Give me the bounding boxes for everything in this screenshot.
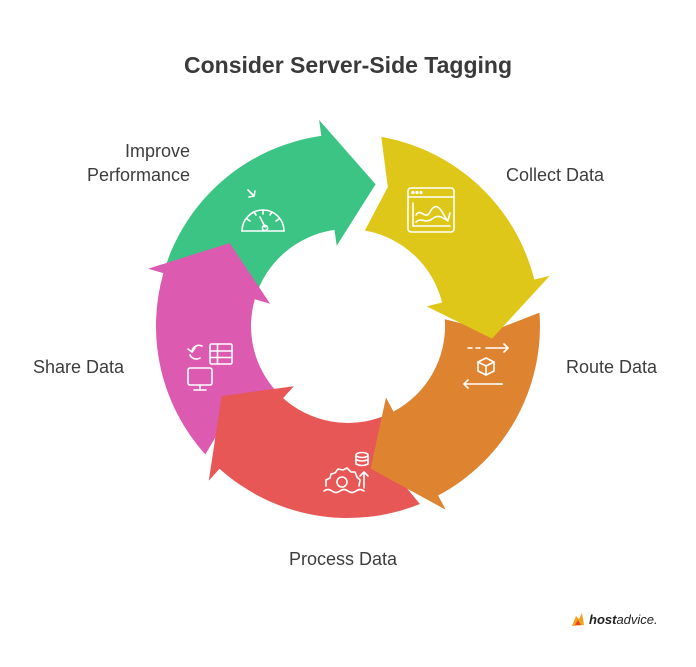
- step-label-route-data: Route Data: [566, 357, 658, 377]
- diagram-title: Consider Server-Side Tagging: [183, 52, 513, 78]
- hostadvice-logo: hostadvice.: [570, 607, 658, 631]
- speedometer-icon: [241, 189, 285, 232]
- step-label-process-data: Process Data: [289, 549, 398, 569]
- step-label-improve-performance: Improve Performance: [40, 139, 190, 187]
- share-table-icon: [187, 343, 233, 391]
- label-line-1: Improve: [124, 141, 190, 161]
- brand-text: hostadvice.: [589, 612, 658, 627]
- monitor-chart-icon: [407, 187, 455, 233]
- segment-process-data: [208, 386, 420, 518]
- segment-route-data: [370, 312, 540, 510]
- step-label-collect-data: Collect Data: [506, 165, 605, 185]
- step-label-share-data: Share Data: [33, 357, 125, 377]
- brand-bold: host: [589, 611, 617, 627]
- route-box-icon: [463, 343, 509, 389]
- hostadvice-logo-icon: [572, 613, 584, 626]
- label-line-2: Performance: [86, 165, 190, 185]
- brand-rest: advice.: [616, 611, 658, 627]
- gear-database-icon: [323, 451, 369, 494]
